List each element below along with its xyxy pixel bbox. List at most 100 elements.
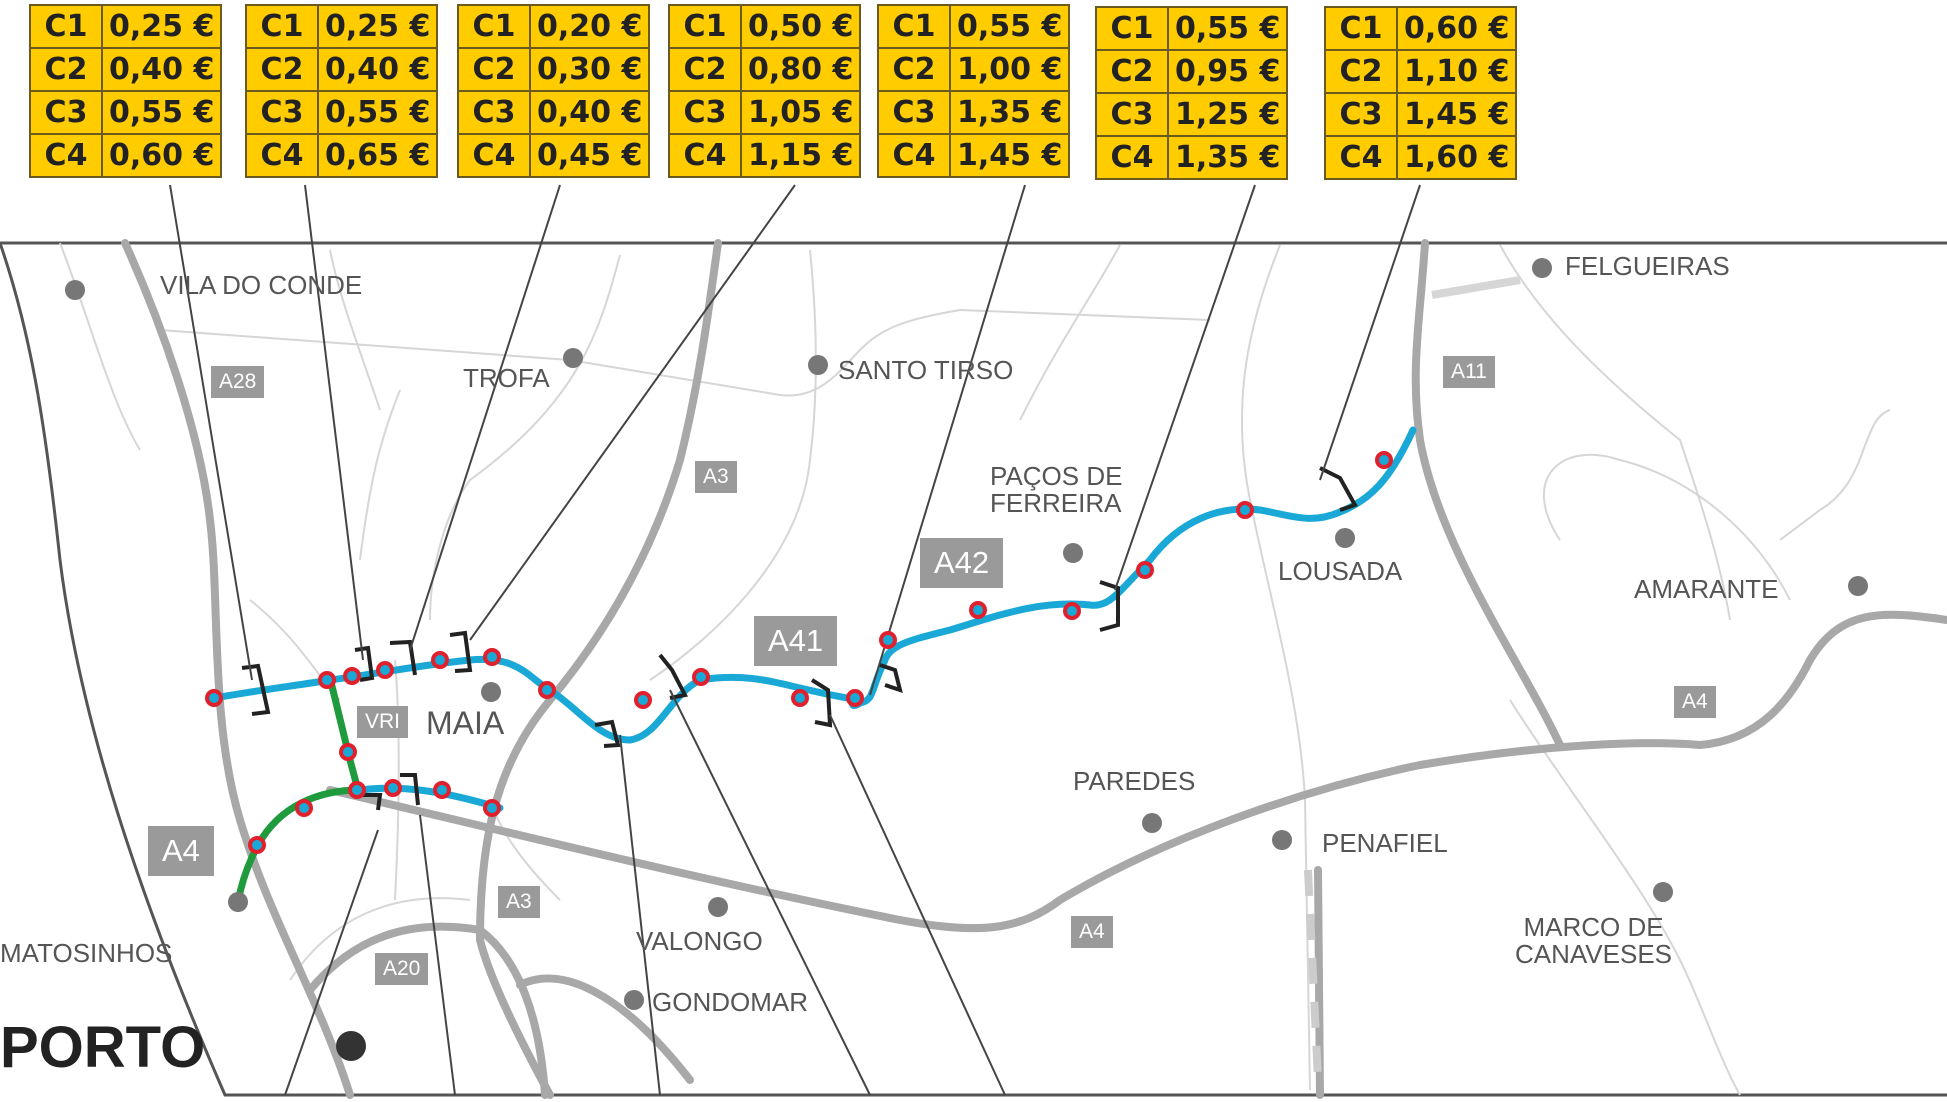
class-label: C3 xyxy=(245,90,319,135)
toll-price: 1,45 € xyxy=(1395,92,1518,137)
city-label-gondomar: GONDOMAR xyxy=(652,987,808,1017)
city-dot-lousada xyxy=(1335,528,1355,548)
class-label: C1 xyxy=(1095,6,1169,51)
city-dot-felgueiras xyxy=(1532,258,1552,278)
road-badge-vri: VRI xyxy=(357,706,409,738)
main-roads xyxy=(121,239,1947,1099)
toll-price: 0,40 € xyxy=(100,47,223,92)
a20-road xyxy=(306,922,549,1099)
city-label-penafiel: PENAFIEL xyxy=(1322,828,1448,858)
toll-price: 0,40 € xyxy=(528,90,651,135)
city-dot-vila-do-conde xyxy=(65,280,85,300)
road-badge-a3-south: A3 xyxy=(498,886,540,918)
road-badge-a3-north: A3 xyxy=(695,461,737,493)
class-label: C3 xyxy=(877,90,951,135)
city-dot-trofa xyxy=(563,348,583,368)
city-dot-maia xyxy=(481,682,501,702)
city-label-porto: PORTO xyxy=(0,1015,206,1080)
road-badge-a4-west: A4 xyxy=(148,826,214,876)
felgueiras-link xyxy=(1431,276,1521,299)
road-badge-a11: A11 xyxy=(1443,356,1495,388)
class-label: C1 xyxy=(245,4,319,49)
road-badge-a28: A28 xyxy=(211,366,265,398)
city-label-line: MARCO DE xyxy=(1523,912,1664,942)
toll-price: 0,25 € xyxy=(316,4,439,49)
class-label: C4 xyxy=(457,133,531,178)
class-label: C1 xyxy=(457,4,531,49)
toll-price: 1,60 € xyxy=(1395,135,1518,180)
class-label: C3 xyxy=(29,90,103,135)
city-label-paredes: PAREDES xyxy=(1073,766,1196,796)
class-label: C2 xyxy=(245,47,319,92)
toll-price: 1,45 € xyxy=(948,133,1071,178)
dashed-road xyxy=(1304,869,1322,1081)
city-label-marco-de-canaveses: MARCO DE CANAVESES xyxy=(1515,912,1672,969)
city-label-maia: MAIA xyxy=(426,705,505,741)
city-dot-matosinhos xyxy=(228,892,248,912)
class-label: C1 xyxy=(29,4,103,49)
class-label: C3 xyxy=(457,90,531,135)
city-dot-valongo xyxy=(708,897,728,917)
toll-price: 0,55 € xyxy=(948,4,1071,49)
city-label-pacos-de-ferreira: PAÇOS DE FERREIRA xyxy=(990,461,1123,519)
class-label: C1 xyxy=(668,4,742,49)
toll-price: 0,45 € xyxy=(528,133,651,178)
city-label-line: FERREIRA xyxy=(990,488,1122,519)
toll-price: 0,20 € xyxy=(528,4,651,49)
class-label: C4 xyxy=(1095,135,1169,180)
a3-road xyxy=(475,239,722,1099)
toll-price: 0,50 € xyxy=(739,4,862,49)
city-label-matosinhos: MATOSINHOS xyxy=(0,938,173,968)
class-label: C4 xyxy=(1324,135,1398,180)
city-label-amarante: AMARANTE xyxy=(1634,574,1779,604)
city-label-vila-do-conde: VILA DO CONDE xyxy=(160,270,363,300)
minor-roads xyxy=(59,242,1891,1096)
class-label: C4 xyxy=(245,133,319,178)
city-label-valongo: VALONGO xyxy=(636,926,763,956)
class-label: C2 xyxy=(457,47,531,92)
toll-price: 1,15 € xyxy=(739,133,862,178)
toll-price: 0,55 € xyxy=(1166,6,1289,51)
toll-price: 1,25 € xyxy=(1166,92,1289,137)
city-label-felgueiras: FELGUEIRAS xyxy=(1565,251,1730,281)
toll-price: 0,55 € xyxy=(316,90,439,135)
toll-price: 1,35 € xyxy=(948,90,1071,135)
class-label: C2 xyxy=(877,47,951,92)
toll-price: 0,30 € xyxy=(528,47,651,92)
city-label-trofa: TROFA xyxy=(463,363,550,393)
class-label: C1 xyxy=(1324,6,1398,51)
class-label: C2 xyxy=(668,47,742,92)
city-label-line: PAÇOS DE xyxy=(990,461,1123,491)
toll-price: 0,80 € xyxy=(739,47,862,92)
road-badge-a42: A42 xyxy=(920,538,1004,588)
a11-road xyxy=(1411,239,1564,749)
city-dot-penafiel xyxy=(1272,830,1292,850)
class-label: C4 xyxy=(877,133,951,178)
city-dot-gondomar xyxy=(624,990,644,1010)
city-dot-porto xyxy=(336,1031,366,1061)
toll-price: 1,05 € xyxy=(739,90,862,135)
city-dot-paredes xyxy=(1142,813,1162,833)
road-badge-a4-center: A4 xyxy=(1071,916,1113,948)
city-dot-marco-de-canaveses xyxy=(1653,882,1673,902)
city-label-lousada: LOUSADA xyxy=(1278,556,1403,586)
class-label: C4 xyxy=(668,133,742,178)
toll-price: 1,10 € xyxy=(1395,49,1518,94)
a28-road xyxy=(121,239,354,1099)
city-dot-amarante xyxy=(1848,576,1868,596)
road-badge-a41: A41 xyxy=(754,616,838,666)
toll-price: 0,65 € xyxy=(316,133,439,178)
class-label: C2 xyxy=(1095,49,1169,94)
a4-porto-road xyxy=(516,974,694,1084)
toll-price: 0,25 € xyxy=(100,4,223,49)
class-label: C3 xyxy=(668,90,742,135)
class-label: C3 xyxy=(1095,92,1169,137)
leader-lines xyxy=(169,184,1421,1096)
